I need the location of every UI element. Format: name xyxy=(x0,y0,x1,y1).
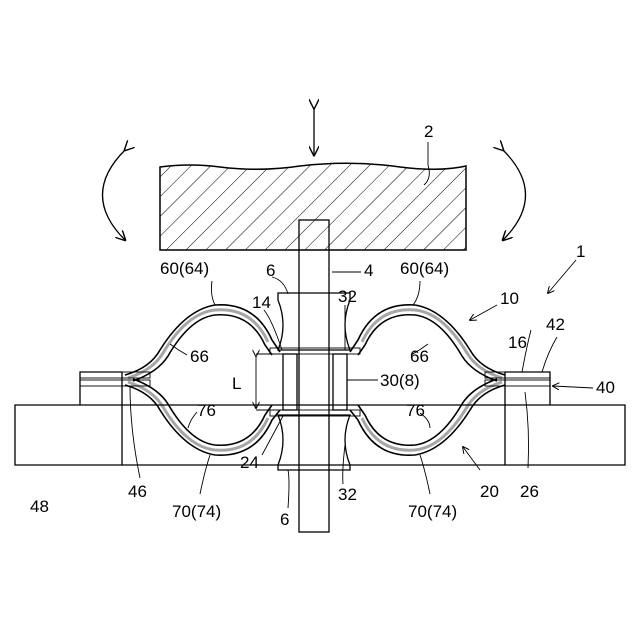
base-plate xyxy=(15,405,625,465)
label-20: 20 xyxy=(480,482,499,501)
label-1: 1 xyxy=(576,242,585,261)
label-30: 30(8) xyxy=(380,371,420,390)
label-16: 16 xyxy=(508,333,527,352)
label-26: 26 xyxy=(520,482,539,501)
label-60-right: 60(64) xyxy=(400,259,449,278)
label-10: 10 xyxy=(500,289,519,308)
label-76-left: 76 xyxy=(197,401,216,420)
right-rotation-arrow xyxy=(503,150,526,240)
label-48: 48 xyxy=(30,497,49,516)
upper-member xyxy=(160,163,466,250)
label-4: 4 xyxy=(364,261,373,280)
label-70-right: 70(74) xyxy=(408,502,457,521)
flange-plates xyxy=(80,372,550,386)
label-L: L xyxy=(232,374,241,393)
nuts xyxy=(278,293,350,470)
label-76-right: 76 xyxy=(406,401,425,420)
bellows-lower xyxy=(125,379,505,455)
label-24: 24 xyxy=(240,453,259,472)
clamp-plates xyxy=(270,348,360,416)
left-rotation-arrow xyxy=(103,150,126,240)
mounting-steps xyxy=(80,372,550,405)
bolt xyxy=(299,220,329,532)
label-66-left: 66 xyxy=(190,347,209,366)
label-46: 46 xyxy=(128,482,147,501)
label-32-bottom: 32 xyxy=(338,485,357,504)
dimension-L xyxy=(256,354,282,410)
label-2: 2 xyxy=(424,122,433,141)
label-32-top: 32 xyxy=(338,287,357,306)
label-70-left: 70(74) xyxy=(172,502,221,521)
label-66-right: 66 xyxy=(410,347,429,366)
label-40: 40 xyxy=(596,378,615,397)
label-6-top: 6 xyxy=(266,261,275,280)
bellows-upper xyxy=(125,305,505,381)
label-14: 14 xyxy=(252,293,271,312)
label-60-left: 60(64) xyxy=(160,259,209,278)
label-6-bottom: 6 xyxy=(280,510,289,529)
label-42: 42 xyxy=(546,315,565,334)
